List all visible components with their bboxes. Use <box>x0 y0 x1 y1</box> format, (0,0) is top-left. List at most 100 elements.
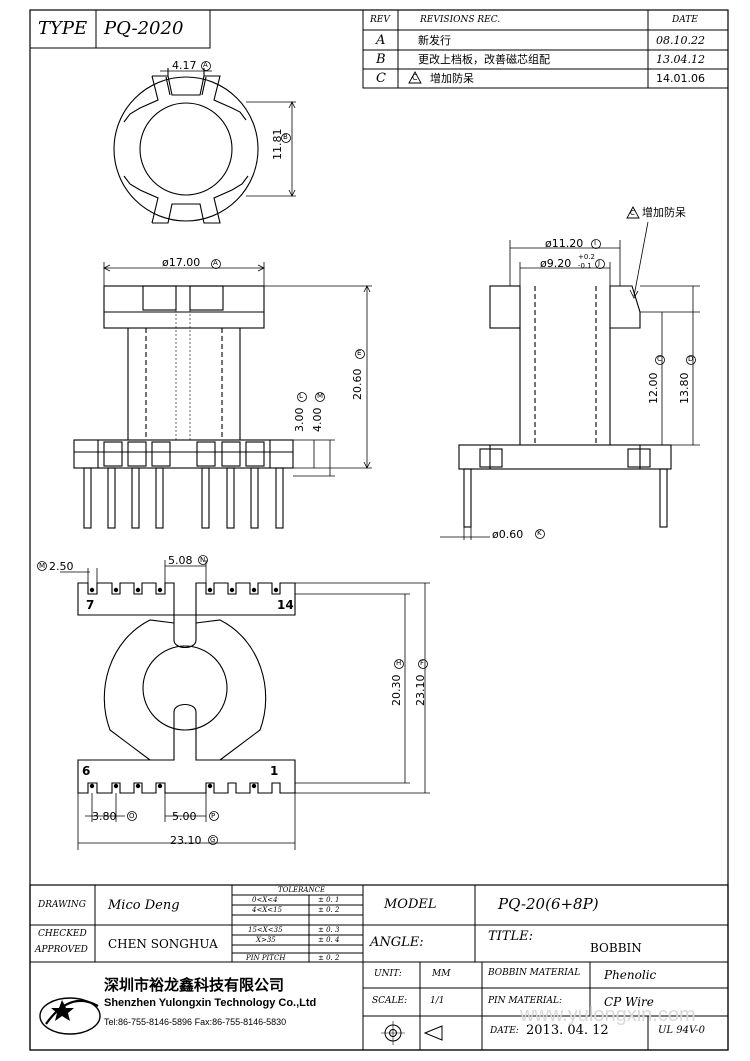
dim-front-width: ø17.00 <box>162 256 201 269</box>
bottom-pin-dots <box>89 587 279 789</box>
dim-side-inner: ø9.20 <box>540 257 572 270</box>
front-pins <box>83 467 284 529</box>
model-label: MODEL <box>384 897 437 912</box>
rev-a: A <box>376 33 386 48</box>
balloon-markers <box>37 61 696 845</box>
ref-side-inner: J <box>598 259 601 267</box>
drawing-frame <box>29 9 729 1051</box>
dim-bot-508: 5.08 <box>168 554 193 567</box>
ref-pin-dia: K <box>537 529 542 537</box>
dim-front-height: 20.60 <box>351 368 364 401</box>
type-value: PQ-2020 <box>104 18 184 39</box>
tol-range-3: X>35 <box>256 936 276 944</box>
company-name-en: Shenzhen Yulongxin Technology Co.,Ltd <box>104 997 317 1009</box>
type-label: TYPE <box>38 18 88 39</box>
anti-note-marker: C <box>630 209 635 217</box>
revision-table-lines <box>362 9 729 89</box>
title-value: BOBBIN <box>590 941 642 955</box>
tol-value-0: ± 0. 1 <box>318 896 340 904</box>
tol-value-3: ± 0. 4 <box>318 936 340 944</box>
bobbin-material-value: Phenolic <box>604 968 657 982</box>
dim-pin-dia: ø0.60 <box>492 528 524 541</box>
rev-c-marker-icon: C <box>412 73 418 82</box>
projection-symbol-icon <box>381 1021 443 1045</box>
front-view <box>73 262 372 529</box>
title-label: TITLE: <box>488 929 533 944</box>
side-view <box>440 221 700 540</box>
bottom-view <box>60 560 430 850</box>
dim-400: 4.00 <box>311 407 324 433</box>
dim-bot-2310h: 23.10 <box>170 834 202 847</box>
rev-b: B <box>376 52 386 67</box>
pin-label-6: 6 <box>82 764 91 778</box>
ref-front-width: A <box>213 259 218 267</box>
date-col-header: DATE <box>672 15 698 25</box>
dim-bot-500: 5.00 <box>172 810 197 823</box>
pin-label-7: 7 <box>86 598 95 612</box>
company-name-cn: 深圳市裕龙鑫科技有限公司 <box>104 976 285 994</box>
tol-range-0: 0<X<4 <box>252 896 278 904</box>
pin-material-label: PIN MATERIAL: <box>488 996 562 1006</box>
title-block-lines <box>29 884 729 1051</box>
ref-bot-500: P <box>211 812 216 820</box>
approved-label: APPROVED <box>35 945 88 955</box>
rev-c-date: 14.01.06 <box>656 72 705 85</box>
dim-side-h2: 13.80 <box>678 372 691 405</box>
rev-a-date: 08.10.22 <box>656 34 705 47</box>
company-logo-icon <box>39 997 101 1035</box>
company-tel: Tel:86-755-8146-5896 Fax:86-755-8146-583… <box>104 1017 287 1027</box>
ref-front-height: E <box>357 349 362 357</box>
angle-label: ANGLE: <box>370 935 424 950</box>
ref-bot-2310h: G <box>210 836 216 844</box>
dim-top-width: 4.17 <box>172 59 197 72</box>
ref-side-h1: C <box>657 355 662 363</box>
drawing-value: Mico Deng <box>108 898 180 913</box>
ref-400: M <box>317 392 324 400</box>
ref-bot-380: O <box>129 812 135 820</box>
tol-range-4: PIN PITCH <box>246 954 286 962</box>
tol-value-2: ± 0. 3 <box>318 926 340 934</box>
pin-material-value: CP Wire <box>604 995 654 1009</box>
ref-bot-2030: H <box>396 659 402 667</box>
rev-b-text: 更改上档板，改善磁芯组配 <box>418 53 550 66</box>
anti-note-triangle-icon <box>626 206 640 219</box>
tol-value-4: ± 0. 2 <box>318 954 340 962</box>
dim-side-h1: 12.00 <box>647 372 660 405</box>
rev-col-header: REV <box>370 15 390 25</box>
dim-300: 3.00 <box>293 407 306 433</box>
ref-bot-2310v: F <box>420 659 425 667</box>
ref-top-height: B <box>283 133 288 141</box>
rev-c-text: 增加防呆 <box>430 72 474 85</box>
unit-value: MM <box>432 969 451 979</box>
checked-label: CHECKED <box>38 929 87 939</box>
ref-bot-508: N <box>200 556 206 564</box>
dim-bot-250: 2.50 <box>49 560 74 573</box>
scale-value: 1/1 <box>430 996 445 1006</box>
rev-a-text: 新发行 <box>418 34 451 47</box>
model-value: PQ-20(6+8P) <box>498 895 599 913</box>
pin-label-14: 14 <box>277 598 294 612</box>
tol-range-1: 4<X<15 <box>252 906 283 914</box>
dim-top-height: 11.81 <box>271 128 284 161</box>
ul-value: UL 94V-0 <box>658 1025 706 1036</box>
ref-bot-250: M <box>39 562 46 570</box>
unit-label: UNIT: <box>374 969 402 979</box>
ref-side-h2: D <box>688 355 694 363</box>
dim-bot-380: 3.80 <box>92 810 117 823</box>
drawing-label: DRAWING <box>38 900 86 910</box>
rec-col-header: REVISIONS REC. <box>420 15 501 25</box>
type-box <box>29 9 211 49</box>
ref-side-outer: I <box>594 239 597 247</box>
watermark: www.yulongxin.com <box>520 1004 696 1026</box>
bobbin-material-label: BOBBIN MATERIAL <box>488 968 581 978</box>
tol-value-1: ± 0. 2 <box>318 906 340 914</box>
dim-side-outer: ø11.20 <box>545 237 584 250</box>
top-view <box>113 68 296 224</box>
tol-range-2: 15<X<35 <box>248 926 283 934</box>
date-label: DATE: <box>490 1026 519 1036</box>
dim-side-inner-tol-up: +0.2 <box>578 253 595 261</box>
ref-300: L <box>299 392 303 400</box>
dim-bot-2310v: 23.10 <box>414 674 427 707</box>
approved-value: CHEN SONGHUA <box>108 937 218 951</box>
